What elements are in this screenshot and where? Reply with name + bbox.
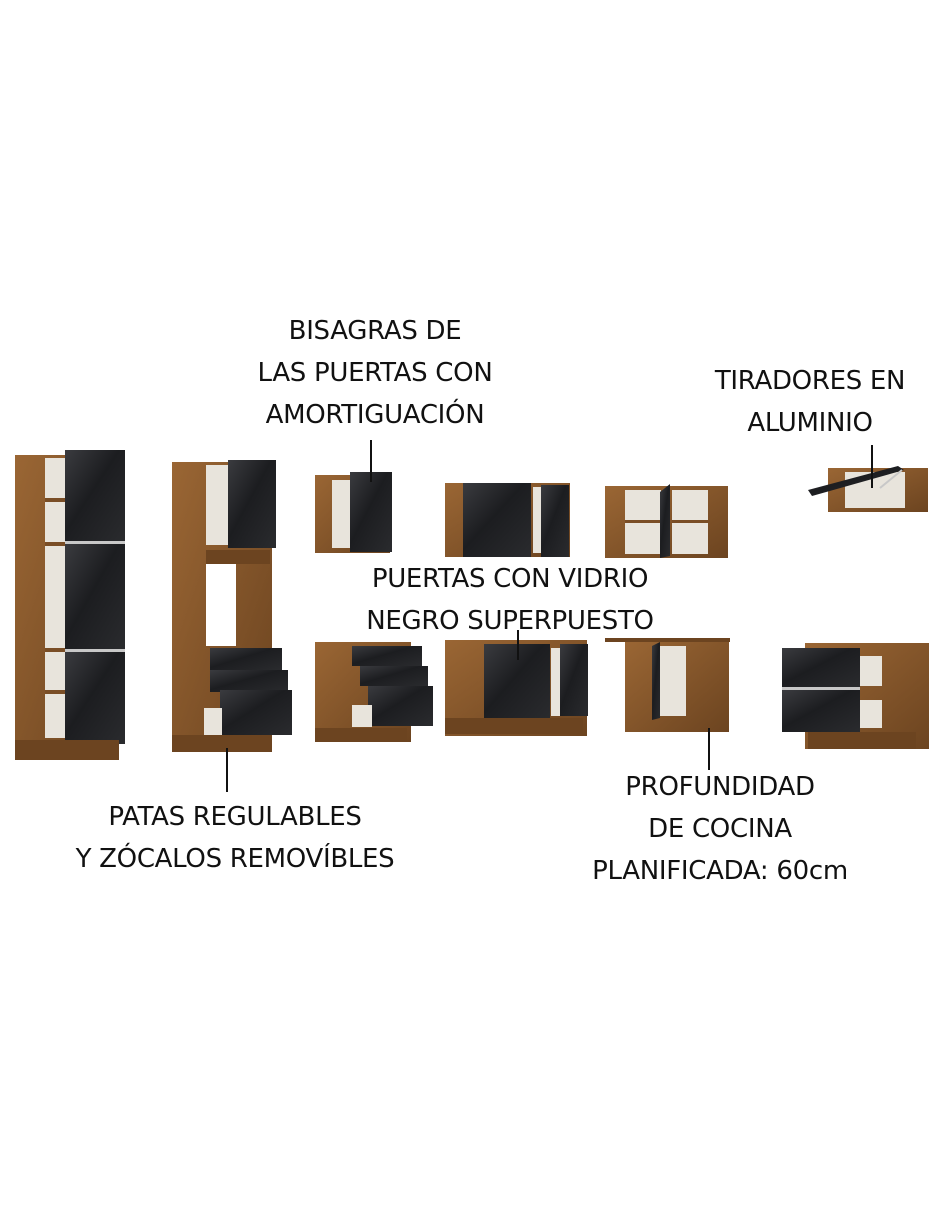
handles-callout: TIRADORES EN ALUMINIO: [690, 360, 930, 444]
tall-oven-cabinet: [172, 460, 292, 752]
base-cabinet-sink: [445, 640, 588, 736]
base-cabinet-drawers: [315, 642, 433, 742]
wall-cabinet-lift-up: [808, 466, 928, 512]
depth-callout: PROFUNDIDAD DE COCINA PLANIFICADA: 60cm: [575, 766, 865, 892]
glass-callout-line-1: PUERTAS CON VIDRIO: [371, 564, 649, 594]
glass-callout-line-2: NEGRO SUPERPUESTO: [366, 606, 654, 636]
hinges-callout-line-1: BISAGRAS DE: [288, 316, 462, 346]
wall-cabinet-open: [605, 484, 728, 558]
depth-callout-line-2: DE COCINA: [648, 814, 792, 844]
hinges-callout: BISAGRAS DE LAS PUERTAS CON AMORTIGUACIÓ…: [225, 310, 525, 436]
hinges-callout-line-2: LAS PUERTAS CON: [257, 358, 493, 388]
hinges-callout-line-3: AMORTIGUACIÓN: [265, 400, 485, 430]
legs-callout: PATAS REGULABLES Y ZÓCALOS REMOVÍBLES: [55, 796, 415, 880]
glass-callout: PUERTAS CON VIDRIO NEGRO SUPERPUESTO: [340, 558, 680, 642]
tall-pantry-cabinet: [15, 450, 125, 760]
base-cabinet-large-drawers: [782, 643, 929, 749]
wall-cabinet-double-door: [445, 483, 570, 557]
legs-callout-line-1: PATAS REGULABLES: [108, 802, 362, 832]
depth-callout-line-3: PLANIFICADA: 60cm: [592, 856, 848, 886]
legs-callout-line-2: Y ZÓCALOS REMOVÍBLES: [75, 844, 395, 874]
handles-callout-line-2: ALUMINIO: [747, 408, 873, 438]
handles-callout-line-1: TIRADORES EN: [714, 366, 906, 396]
wall-cabinet-single-door: [315, 472, 392, 553]
depth-callout-line-1: PROFUNDIDAD: [625, 772, 815, 802]
base-cabinet-corner: [605, 638, 730, 732]
